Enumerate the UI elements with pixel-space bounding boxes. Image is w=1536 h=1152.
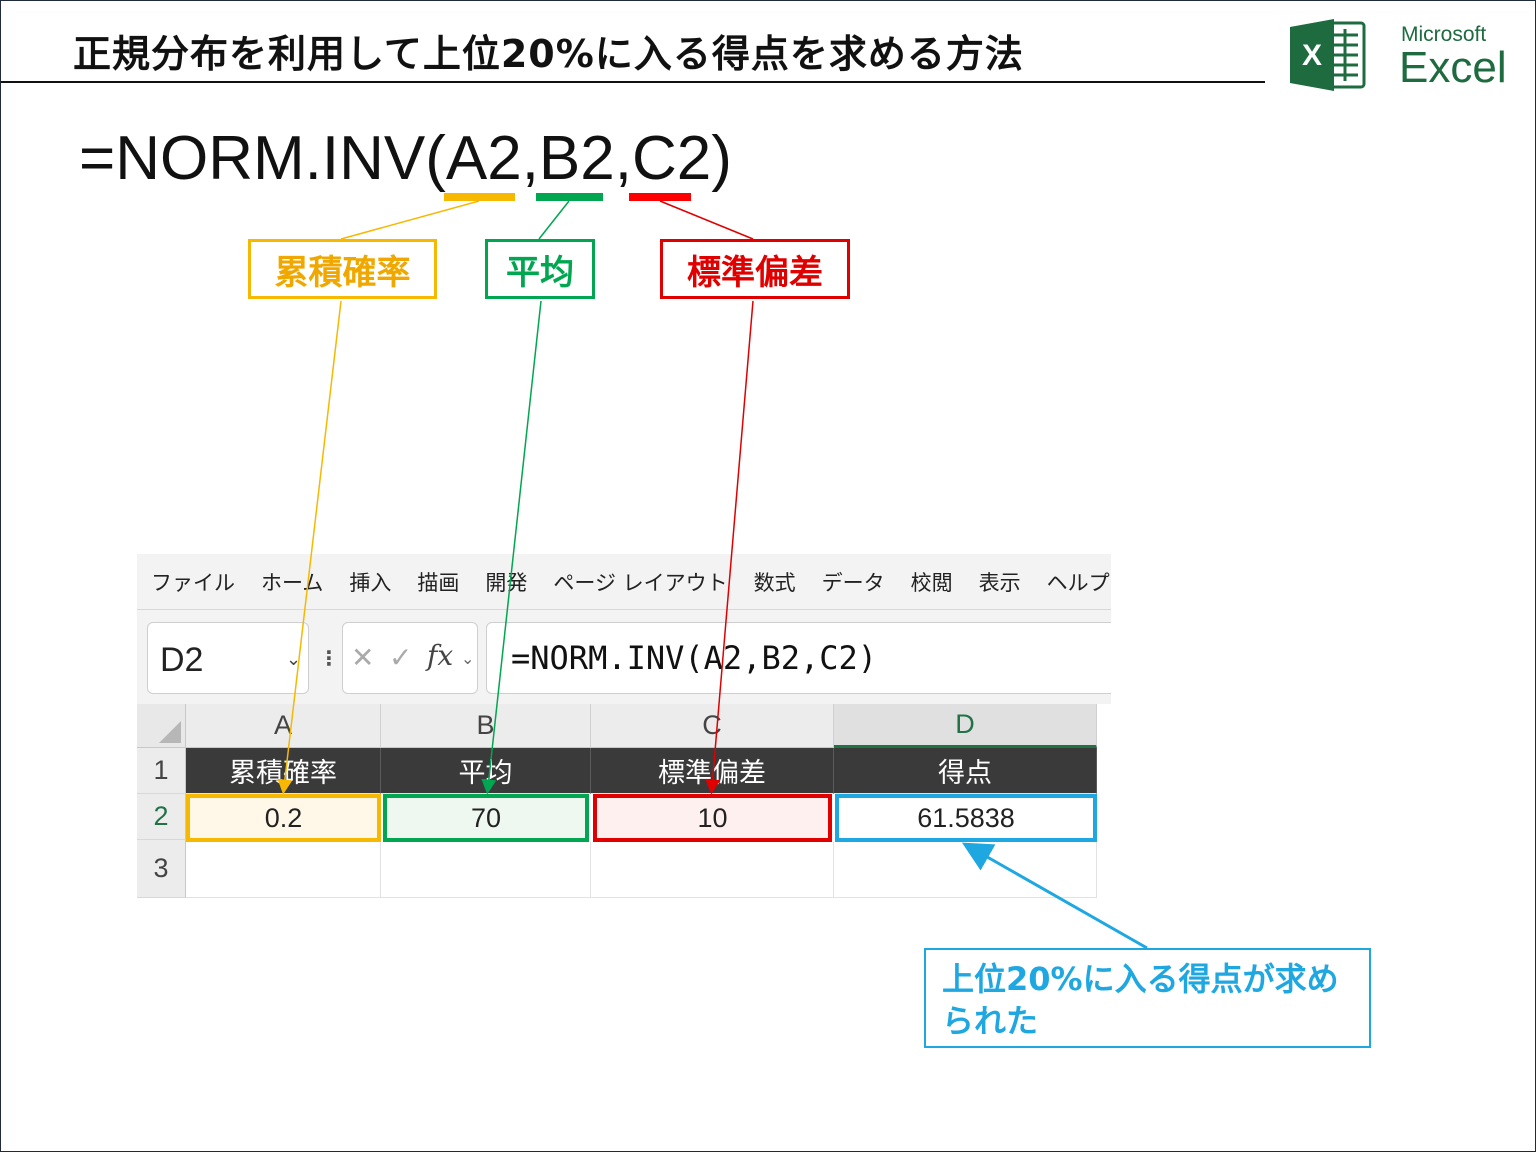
formula-bar[interactable]: =NORM.INV(A2,B2,C2) — [486, 622, 1111, 694]
ribbon-tab-8[interactable]: 校閲 — [910, 571, 953, 595]
excel-window: ファイルホーム挿入描画開発ページ レイアウト数式データ校閲表示ヘルプ D2 ⌄ … — [137, 554, 1111, 898]
cell-c2[interactable]: 10 — [593, 794, 832, 842]
function-icon[interactable]: fx — [427, 639, 454, 672]
cancel-icon[interactable]: ✕ — [351, 641, 375, 674]
connector-c-top — [659, 200, 754, 240]
cell-c1[interactable]: 標準偏差 — [591, 748, 834, 794]
enter-icon[interactable]: ✓ — [389, 641, 413, 674]
ribbon-tab-2[interactable]: 挿入 — [349, 571, 392, 595]
ribbon-menu: ファイル ホーム 挿入 描画 開発 ページ レイアウト 数式 データ 校閲 表示 ヘルプ — [137, 554, 1111, 610]
column-header-c[interactable]: C — [591, 704, 834, 748]
column-header-b[interactable]: B — [381, 704, 591, 748]
ribbon-tab-10[interactable]: ヘルプ — [1046, 571, 1110, 595]
logo-microsoft-text: Microsoft — [1401, 23, 1487, 46]
spreadsheet-grid: A B C D 1 2 3 累積確率 平均 標準偏差 得点 0.2 70 10 … — [137, 704, 1111, 898]
name-box-value: D2 — [160, 641, 204, 679]
cell-b1[interactable]: 平均 — [381, 748, 591, 794]
select-all-corner[interactable] — [137, 704, 186, 748]
column-header-d[interactable]: D — [834, 704, 1097, 748]
cell-d2[interactable]: 61.5838 — [835, 794, 1097, 842]
cell-a2[interactable]: 0.2 — [186, 794, 381, 842]
excel-logo-icon: X — [1290, 19, 1366, 91]
ribbon-tab-5[interactable]: ページ レイアウト — [553, 571, 728, 595]
result-callout: 上位20%に入る得点が求められた — [924, 948, 1371, 1048]
label-mean: 平均 — [485, 239, 595, 299]
page-title: 正規分布を利用して上位20%に入る得点を求める方法 — [73, 32, 1024, 76]
ribbon-tab-0[interactable]: ファイル — [151, 571, 235, 595]
cell-d1[interactable]: 得点 — [834, 748, 1097, 794]
row-header-2[interactable]: 2 — [137, 794, 186, 840]
vertical-dots-icon[interactable]: ⋮ — [319, 646, 339, 670]
label-cumulative-probability: 累積確率 — [248, 239, 437, 299]
row-header-3[interactable]: 3 — [137, 840, 186, 898]
row-header-1[interactable]: 1 — [137, 748, 186, 794]
ribbon-tab-4[interactable]: 開発 — [485, 571, 528, 595]
connector-a-top — [340, 200, 480, 240]
cell-a1[interactable]: 累積確率 — [186, 748, 381, 794]
formula-display: =NORM.INV(A2,B2,C2) — [79, 124, 732, 193]
underline-c2 — [629, 193, 691, 201]
underline-a2 — [444, 193, 515, 201]
ribbon-divider — [137, 609, 1111, 610]
ribbon-tab-1[interactable]: ホーム — [261, 571, 324, 595]
formula-bar-text: =NORM.INV(A2,B2,C2) — [511, 639, 878, 677]
cell-d3[interactable] — [834, 842, 1097, 898]
ribbon-tab-7[interactable]: データ — [821, 571, 885, 595]
connector-b-top — [538, 200, 570, 240]
select-all-icon — [159, 721, 181, 743]
name-box[interactable]: D2 ⌄ — [147, 622, 309, 694]
label-standard-deviation: 標準偏差 — [660, 239, 850, 299]
logo-excel-text: Excel — [1399, 43, 1507, 92]
chevron-down-icon[interactable]: ⌄ — [286, 649, 302, 670]
cell-a3[interactable] — [186, 842, 381, 898]
ribbon-tab-6[interactable]: 数式 — [753, 571, 796, 595]
cell-b3[interactable] — [381, 842, 591, 898]
ribbon-tab-9[interactable]: 表示 — [978, 571, 1021, 595]
ribbon-tab-3[interactable]: 描画 — [417, 571, 460, 595]
cell-c3[interactable] — [591, 842, 834, 898]
cell-b2[interactable]: 70 — [383, 794, 589, 842]
chevron-down-icon[interactable]: ⌄ — [461, 649, 475, 668]
title-rule — [1, 81, 1265, 83]
underline-b2 — [536, 193, 603, 201]
column-header-a[interactable]: A — [186, 704, 381, 748]
formula-controls: ✕ ✓ fx ⌄ — [342, 622, 478, 694]
logo-letter: X — [1302, 39, 1322, 72]
